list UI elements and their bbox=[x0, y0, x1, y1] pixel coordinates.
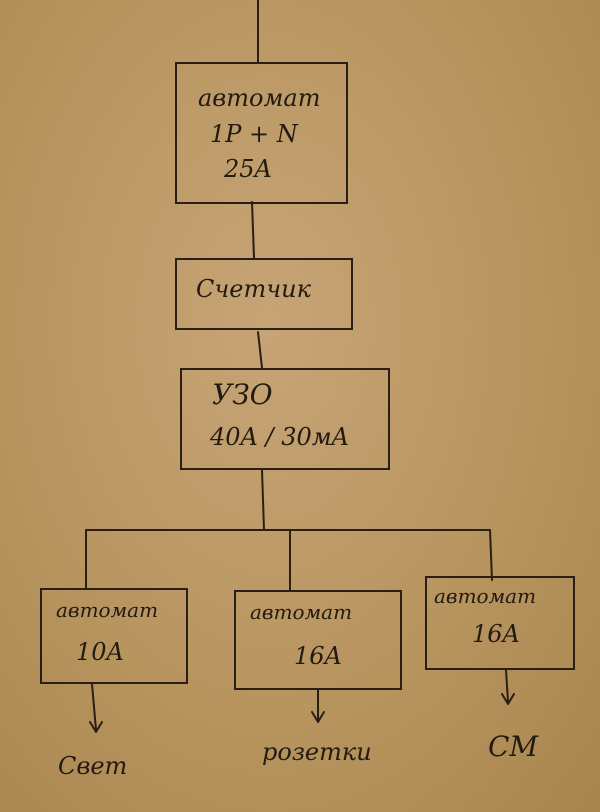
wire-meter-to-rcd bbox=[257, 331, 263, 369]
rcd-rating: 40A / 30мA bbox=[210, 423, 349, 451]
meter-label: Счетчик bbox=[196, 275, 311, 303]
branch-breaker-rating-3: 16A bbox=[472, 620, 520, 648]
wire-breaker-to-meter bbox=[251, 201, 255, 259]
main-breaker-box bbox=[175, 62, 348, 204]
branch-breaker-title-3: автомат bbox=[434, 584, 537, 608]
load-label-2: розетки bbox=[262, 738, 372, 766]
arrow-branch-1 bbox=[89, 721, 103, 733]
main-breaker-current: 25A bbox=[224, 155, 272, 183]
rcd-box bbox=[180, 368, 390, 470]
wire-branch-3-to-load bbox=[505, 669, 509, 703]
wire-branch-1-to-load bbox=[91, 683, 97, 731]
main-breaker-poles: 1P + N bbox=[210, 120, 298, 148]
branch-breaker-rating-2: 16A bbox=[294, 642, 342, 670]
load-label-3: СМ bbox=[488, 730, 539, 763]
wire-rcd-to-bus bbox=[261, 469, 265, 531]
load-label-1: Свет bbox=[58, 752, 128, 780]
arrow-branch-3 bbox=[501, 693, 515, 705]
branch-breaker-box-3 bbox=[425, 576, 575, 670]
meter-box bbox=[175, 258, 353, 330]
branch-breaker-box-1 bbox=[40, 588, 188, 684]
arrow-branch-2 bbox=[311, 711, 325, 723]
main-breaker-title: автомат bbox=[198, 84, 321, 112]
branch-breaker-title-2: автомат bbox=[250, 600, 353, 624]
rcd-title: УЗО bbox=[212, 378, 273, 411]
distribution-bus bbox=[85, 529, 493, 589]
branch-breaker-title-1: автомат bbox=[56, 598, 159, 622]
branch-breaker-rating-1: 10A bbox=[76, 638, 124, 666]
branch-breaker-box-2 bbox=[234, 590, 402, 690]
